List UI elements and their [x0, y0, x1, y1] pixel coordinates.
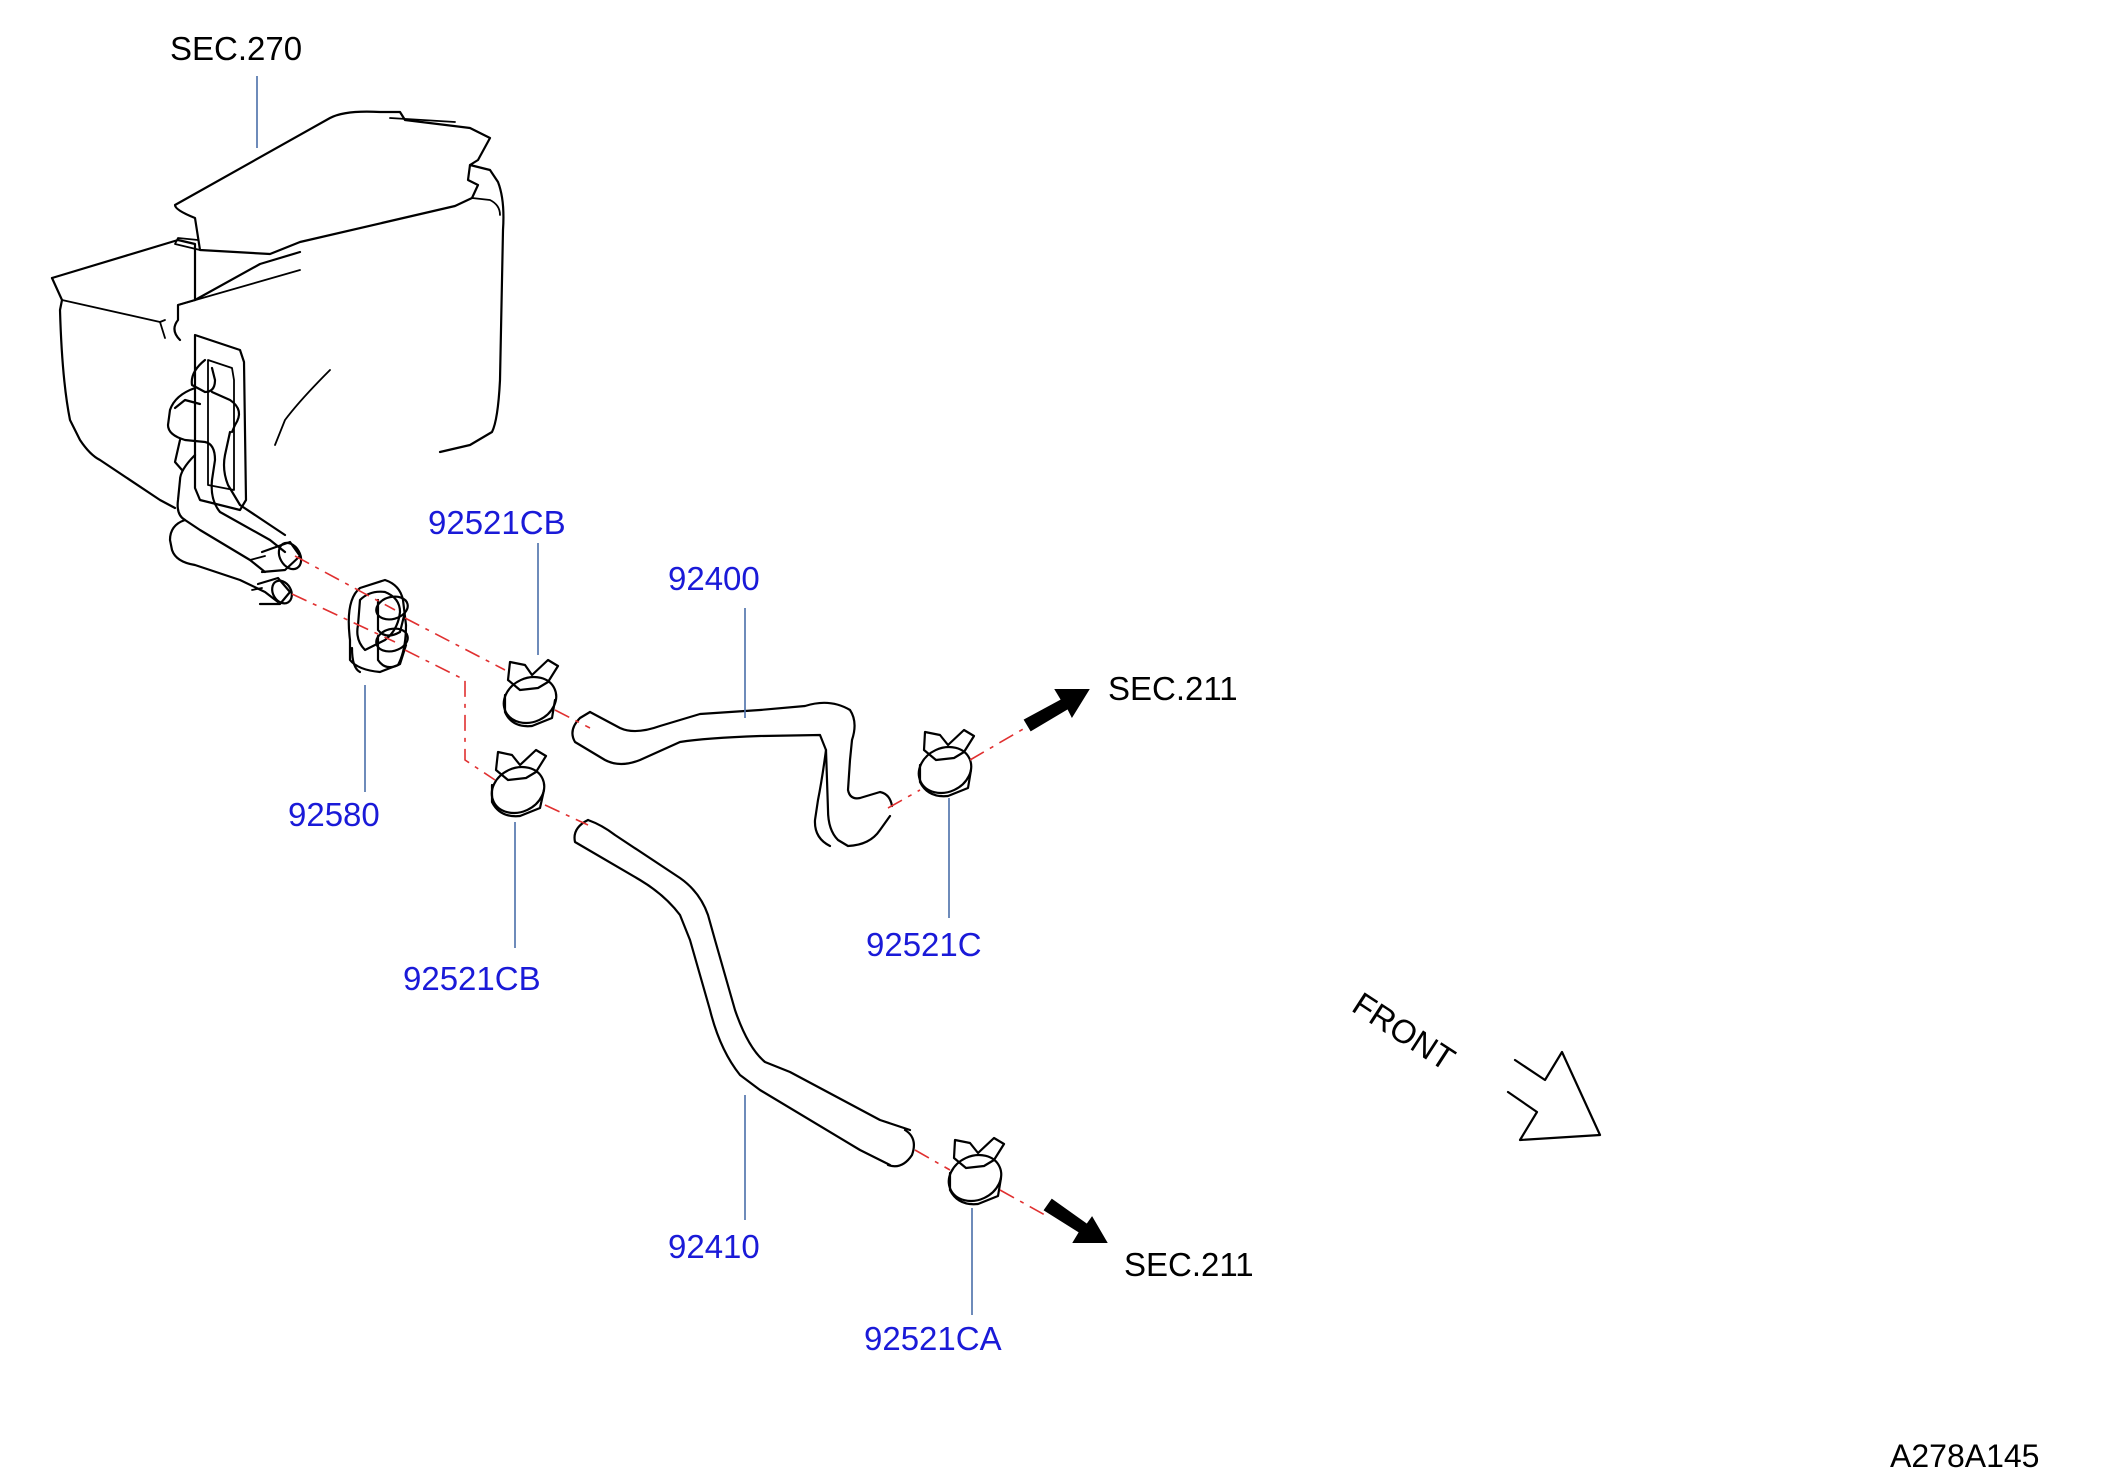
label-part-92521CB-upper: 92521CB — [428, 504, 566, 541]
clamp-92521C — [917, 728, 976, 798]
label-sec270: SEC.270 — [170, 30, 302, 67]
centerlines — [291, 555, 1046, 1216]
label-sec211-upper: SEC.211 — [1108, 670, 1238, 707]
hose-92400-drawing — [571, 701, 894, 848]
sec211-lower-arrow — [1043, 1198, 1108, 1243]
label-part-92521CB-lower: 92521CB — [403, 960, 541, 997]
label-part-92580: 92580 — [288, 796, 380, 833]
clamp-92521CB-upper — [502, 658, 560, 728]
label-part-92521C: 92521C — [866, 926, 982, 963]
front-arrow-icon — [1506, 1050, 1602, 1142]
grommet-92580-drawing — [347, 578, 409, 674]
label-front: FRONT — [1346, 985, 1461, 1078]
label-part-92400: 92400 — [668, 560, 760, 597]
clamp-92521CB-lower — [490, 748, 548, 818]
leader-lines — [256, 76, 973, 1315]
clamp-92521CA — [947, 1136, 1006, 1206]
diagram-code: A278A145 — [1890, 1438, 2039, 1474]
sec211-upper-arrow — [1023, 689, 1090, 732]
heater-unit-drawing — [50, 110, 505, 606]
label-sec211-lower: SEC.211 — [1124, 1246, 1254, 1283]
label-part-92521CA: 92521CA — [864, 1320, 1002, 1357]
hose-92410-drawing — [573, 818, 915, 1168]
label-part-92410: 92410 — [668, 1228, 760, 1265]
